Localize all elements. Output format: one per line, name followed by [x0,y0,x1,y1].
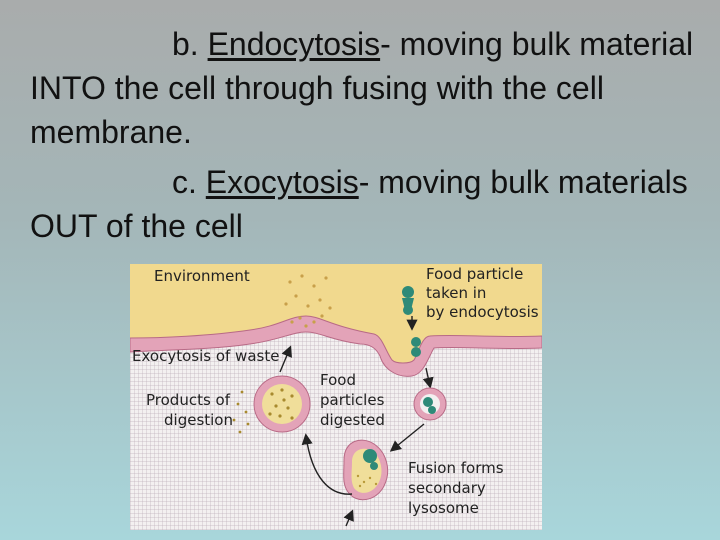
endocytosis-exocytosis-diagram: Environment Food particle taken in by en… [130,264,542,530]
exocytosis-definition: - moving bulk materials OUT of the cell [30,164,688,244]
label-food-digested-2: particles [320,391,385,409]
arrow-to-vacuole [301,433,353,495]
arrow-exocytosis [279,345,292,373]
waste-particles [284,274,332,328]
environment-region [130,264,542,363]
item-b-letter: b. [172,26,199,62]
cell-membrane [130,315,542,377]
label-food-digested-1: Food [320,371,356,389]
label-food-digested-3: digested [320,411,385,429]
arrow-to-lysosome [389,423,425,452]
arrow-bottom [343,509,354,527]
label-fusion-3: lysosome [408,499,479,517]
label-products-1: Products of [146,391,230,409]
label-fusion-1: Fusion forms [408,459,504,477]
item-c-letter: c. [172,164,197,200]
label-products-2: digestion [164,411,233,429]
label-exocytosis-waste: Exocytosis of waste [132,347,280,365]
endocytosis-definition: - moving bulk material INTO the cell thr… [30,26,694,150]
exocytosis-paragraph: c. Exocytosis- moving bulk materials OUT… [30,160,710,248]
food-particle-pocket [411,337,421,357]
food-particle-outside [402,286,414,315]
label-fusion-2: secondary [408,479,486,497]
label-environment: Environment [154,267,250,285]
label-food-particle-1: Food particle [426,265,524,283]
endocytic-vesicle [413,387,447,421]
digestion-products [232,390,250,434]
endocytosis-paragraph: b. Endocytosis- moving bulk material INT… [30,22,710,154]
secondary-lysosome [343,439,389,501]
label-food-particle-2: taken in [426,284,487,302]
exocytosis-term: Exocytosis [205,164,359,200]
endocytosis-term: Endocytosis [207,26,381,62]
digestion-vacuole [253,375,311,433]
arrow-pocket-down [422,367,434,389]
diagram-art [130,264,542,527]
label-food-particle-3: by endocytosis [426,303,539,321]
slide-text: b. Endocytosis- moving bulk material INT… [30,22,710,254]
